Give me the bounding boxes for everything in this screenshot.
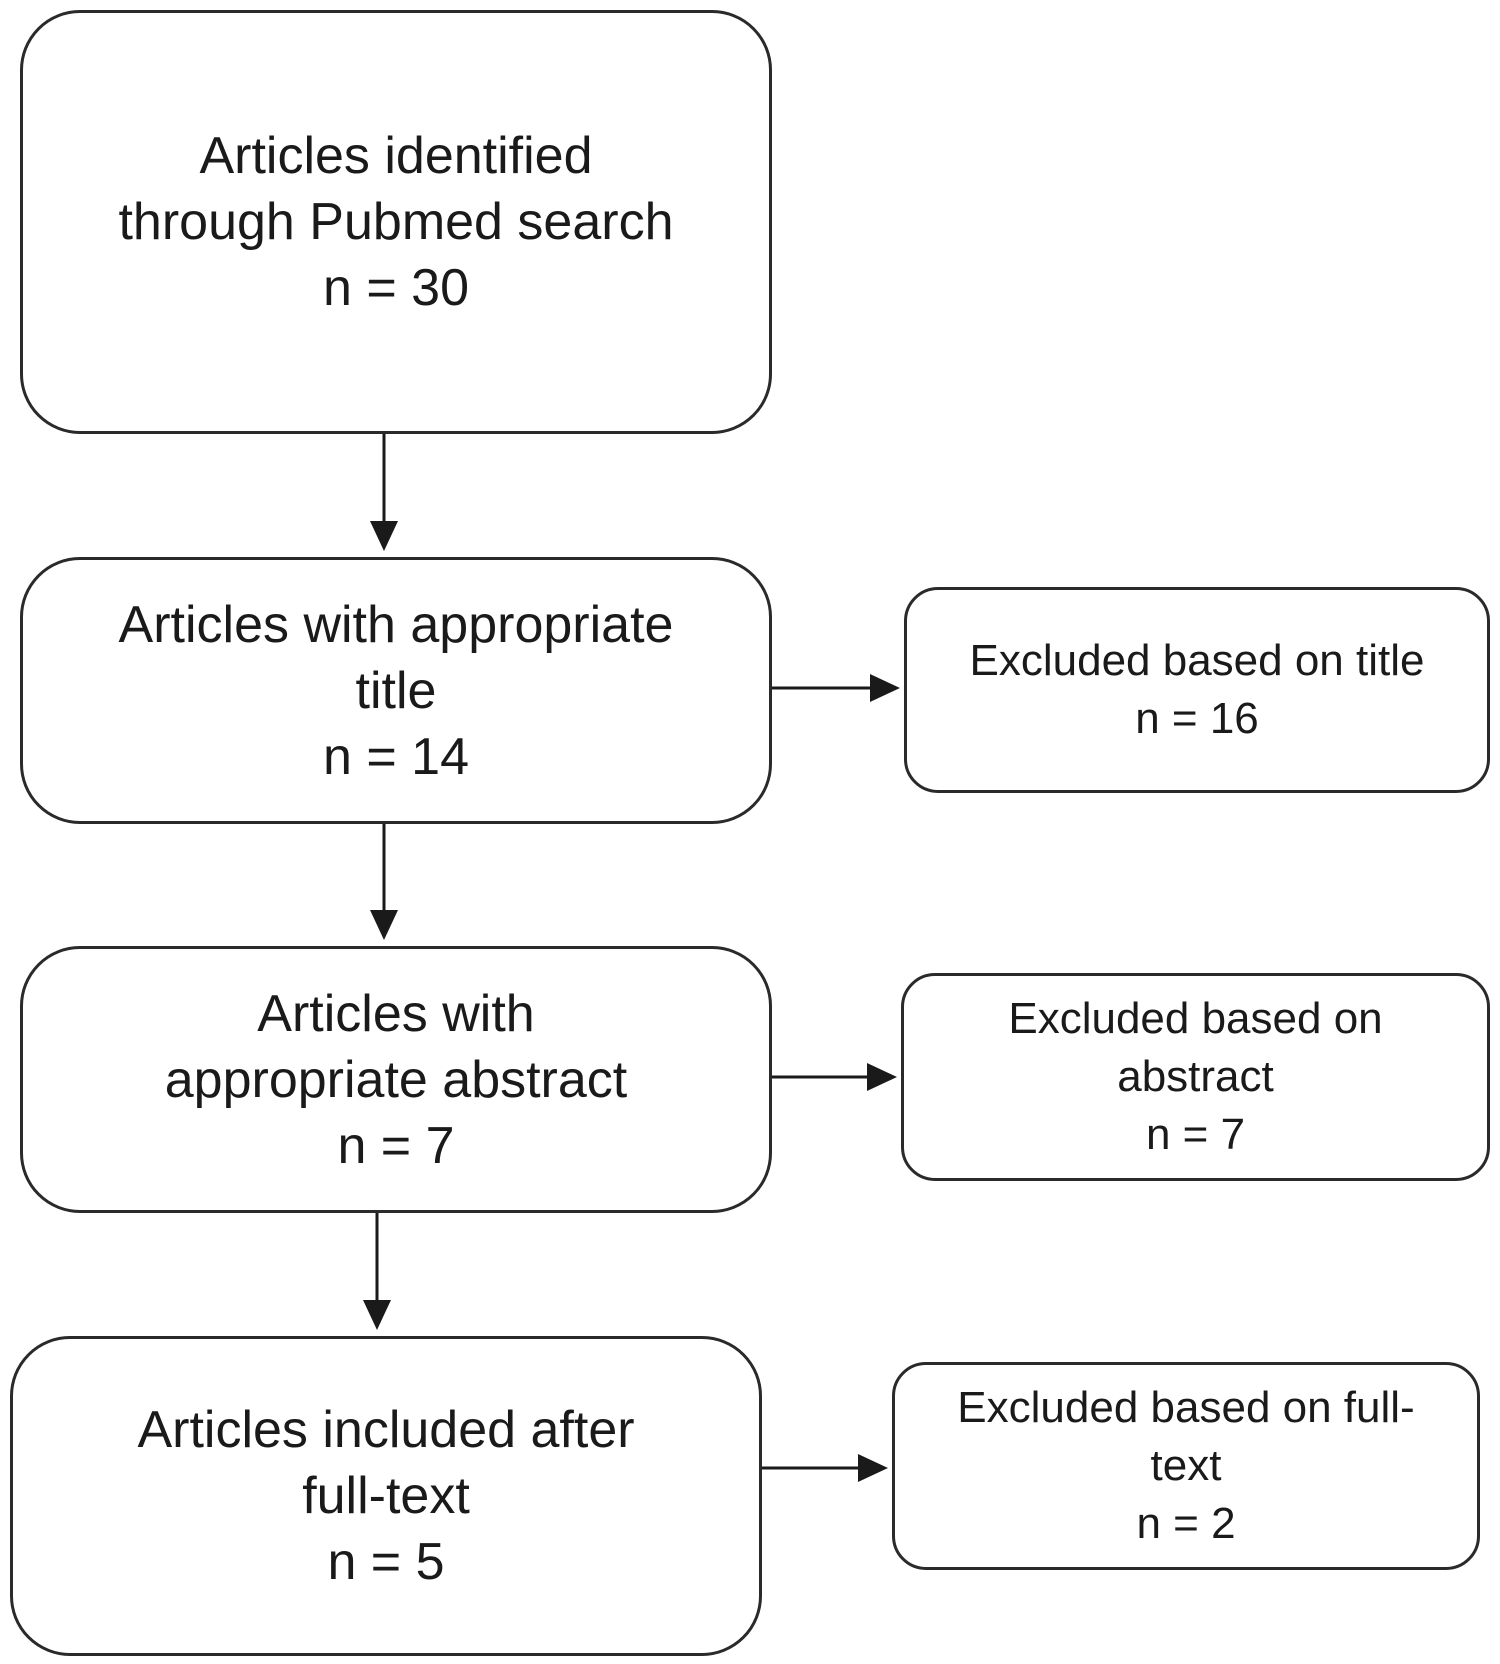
box-text-line: full-text (302, 1467, 470, 1525)
excluded-abstract-box: Excluded based on abstract n = 7 (901, 973, 1490, 1181)
box-text-line: Excluded based on title (969, 636, 1425, 685)
arrow-search-to-title (370, 434, 398, 551)
box-count: n = 7 (337, 1116, 455, 1175)
identified-articles-box: Articles identified through Pubmed searc… (20, 10, 772, 434)
included-articles-box: Articles included after full-text n = 5 (10, 1336, 762, 1656)
arrow-abstract-to-fulltext (363, 1213, 391, 1330)
box-count: n = 14 (322, 727, 470, 786)
box-text-line: Articles with (257, 984, 535, 1043)
box-count: n = 30 (322, 259, 470, 317)
box-text-line: Articles included after (137, 1401, 635, 1459)
arrow-title-to-excluded (772, 674, 900, 702)
arrow-title-to-abstract (370, 824, 398, 940)
box-count: n = 2 (1136, 1499, 1236, 1548)
box-text-line: Excluded based on full- (957, 1383, 1415, 1432)
box-text-line: abstract (1117, 1052, 1274, 1101)
box-text-line: appropriate abstract (164, 1050, 628, 1109)
box-text-line: Articles with appropriate (118, 595, 674, 654)
arrow-fulltext-to-excluded (762, 1454, 888, 1482)
box-text-line: text (1150, 1441, 1222, 1490)
box-count: n = 5 (327, 1533, 445, 1591)
box-text-line: Articles identified (199, 127, 593, 185)
title-screened-box: Articles with appropriate title n = 14 (20, 557, 772, 824)
box-text-line: title (355, 661, 437, 720)
box-count: n = 7 (1145, 1110, 1246, 1159)
box-count: n = 16 (1135, 694, 1259, 743)
arrow-abstract-to-excluded (772, 1063, 897, 1091)
box-text-line: Excluded based on (1008, 994, 1383, 1043)
excluded-fulltext-box: Excluded based on full- text n = 2 (892, 1362, 1480, 1570)
box-text-line: through Pubmed search (118, 193, 674, 251)
abstract-screened-box: Articles with appropriate abstract n = 7 (20, 946, 772, 1213)
excluded-title-box: Excluded based on title n = 16 (904, 587, 1490, 793)
